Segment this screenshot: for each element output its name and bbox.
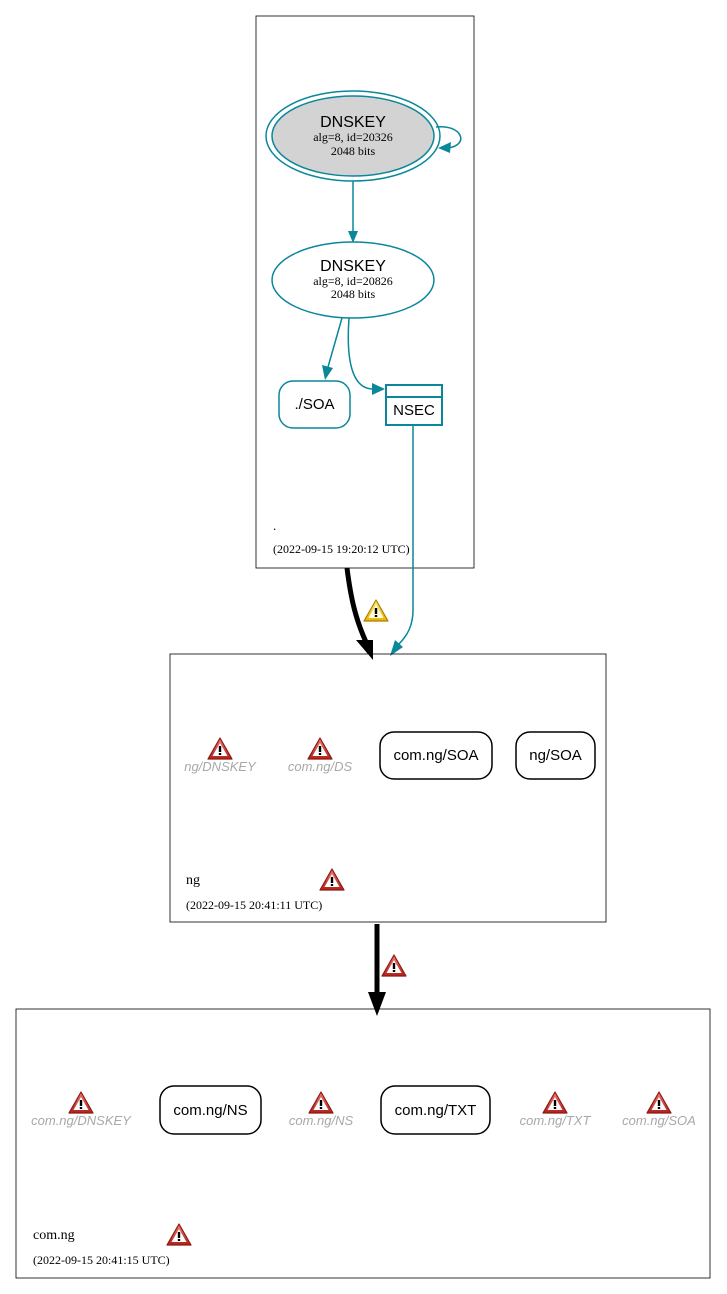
error-triangle-icon: [646, 1091, 672, 1114]
edge-ksk-to-zsk: [348, 181, 358, 243]
zsk-line1: alg=8, id=20826: [313, 274, 393, 288]
ksk-line1: alg=8, id=20326: [313, 130, 393, 144]
zone-ng-name: ng: [186, 873, 200, 888]
ksk-title: DNSKEY: [320, 114, 386, 131]
edge-nsec-to-ng: [390, 425, 414, 656]
warning-triangle-icon[interactable]: [363, 599, 389, 622]
comng-txt-label: com.ng/TXT: [395, 1102, 477, 1119]
delegation-edge-ng-to-comng: [368, 924, 386, 1016]
missing-comng-ds[interactable]: com.ng/DS: [288, 737, 353, 774]
error-triangle-icon: [307, 737, 333, 760]
missing-comng-ns[interactable]: com.ng/NS: [289, 1091, 354, 1128]
edge-zsk-to-nsec: [347, 317, 385, 395]
edge-zsk-to-soa: [322, 317, 343, 380]
zone-comng-timestamp: (2022-09-15 20:41:15 UTC): [33, 1253, 170, 1267]
zone-root-box: [255, 15, 475, 569]
missing-comng-ns-label: com.ng/NS: [289, 1113, 354, 1128]
comng-soa-node[interactable]: com.ng/SOA: [379, 731, 493, 780]
ksk-line2: 2048 bits: [331, 144, 376, 158]
ksk-self-loop-edge: [435, 126, 462, 153]
missing-comng-dnskey[interactable]: com.ng/DNSKEY: [31, 1091, 132, 1128]
zone-ng-timestamp: (2022-09-15 20:41:11 UTC): [186, 898, 322, 912]
error-triangle-icon: [308, 1091, 334, 1114]
zsk-line2: 2048 bits: [331, 287, 376, 301]
missing-comng-dnskey-label: com.ng/DNSKEY: [31, 1113, 132, 1128]
ng-soa-label: ng/SOA: [529, 747, 582, 764]
root-soa-node[interactable]: ./SOA: [278, 380, 351, 429]
comng-soa-label: com.ng/SOA: [393, 747, 478, 764]
missing-ng-dnskey[interactable]: ng/DNSKEY: [184, 737, 257, 774]
error-triangle-icon[interactable]: [319, 868, 345, 891]
comng-ns-node[interactable]: com.ng/NS: [159, 1085, 262, 1135]
zone-root-timestamp: (2022-09-15 19:20:12 UTC): [273, 542, 410, 556]
zsk-title: DNSKEY: [320, 258, 386, 275]
error-triangle-icon: [207, 737, 233, 760]
zone-comng-name: com.ng: [33, 1228, 75, 1243]
zone-ng-box: [169, 653, 607, 923]
zone-comng-box: [15, 1008, 711, 1279]
error-triangle-icon[interactable]: [381, 954, 407, 977]
dnskey-ksk-node[interactable]: DNSKEY alg=8, id=20326 2048 bits: [265, 90, 441, 182]
nsec-node[interactable]: NSEC: [385, 384, 443, 426]
missing-ng-dnskey-label: ng/DNSKEY: [184, 759, 257, 774]
missing-comng-txt[interactable]: com.ng/TXT: [520, 1091, 592, 1128]
error-triangle-icon: [68, 1091, 94, 1114]
comng-ns-label: com.ng/NS: [173, 1102, 247, 1119]
comng-txt-node[interactable]: com.ng/TXT: [380, 1085, 491, 1135]
missing-comng-ds-label: com.ng/DS: [288, 759, 353, 774]
error-triangle-icon: [542, 1091, 568, 1114]
missing-comng-soa[interactable]: com.ng/SOA: [622, 1091, 696, 1128]
delegation-edge-root-to-ng: [344, 567, 373, 660]
zone-root-name: .: [273, 518, 276, 533]
root-soa-label: ./SOA: [294, 396, 334, 413]
error-triangle-icon[interactable]: [166, 1223, 192, 1246]
nsec-label: NSEC: [393, 402, 435, 419]
missing-comng-soa-label: com.ng/SOA: [622, 1113, 696, 1128]
ng-soa-node[interactable]: ng/SOA: [515, 731, 596, 780]
missing-comng-txt-label: com.ng/TXT: [520, 1113, 592, 1128]
dnskey-zsk-node[interactable]: DNSKEY alg=8, id=20826 2048 bits: [271, 241, 435, 319]
